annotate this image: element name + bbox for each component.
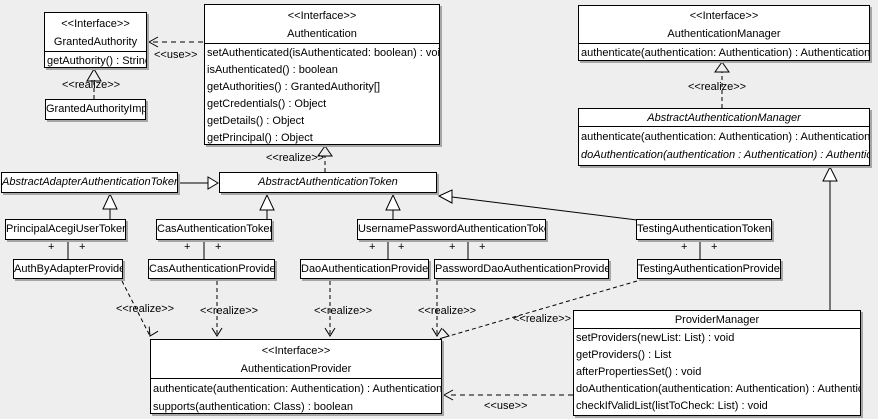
- class-name: AuthByAdapterProvider: [14, 263, 122, 275]
- method-label: getCredentials() : Object: [207, 98, 327, 110]
- class-name: GrantedAuthority: [53, 36, 138, 48]
- class-box-testingauthenticationprovider: TestingAuthenticationProvider: [637, 259, 781, 279]
- generalization-providermanager-to-abstractauthenticationmanager: [822, 165, 838, 310]
- stereotype-label: <<Interface>>: [287, 10, 357, 22]
- association-end-label: +: [681, 241, 688, 253]
- class-name: ProviderManager: [674, 314, 760, 326]
- class-name: CasAuthenticationToken: [157, 223, 271, 235]
- stereotype-label: <<Interface>>: [61, 18, 130, 30]
- method-label: doAuthentication(authentication: Authent…: [576, 383, 860, 395]
- use-label-grantedauthority: <<use>>: [154, 49, 198, 61]
- class-name: AbstractAuthenticationManager: [647, 112, 801, 124]
- class-name: AbstractAdapterAuthenticationToken: [2, 176, 177, 188]
- realize-label-passworddaoprovider: <<realize>>: [418, 305, 477, 317]
- class-box-testingauthenticationtoken: TestingAuthenticationToken: [636, 219, 772, 240]
- method-label: getPrincipal() : Object: [207, 132, 313, 144]
- class-box-authenticationmanager: <<Interface>> AuthenticationManager auth…: [578, 5, 870, 61]
- association-end-label: +: [48, 241, 55, 253]
- association-end-label: +: [184, 241, 191, 253]
- class-name: PasswordDaoAuthenticationProvider: [435, 263, 608, 275]
- realize-casprovider-to-authenticationprovider: [211, 281, 223, 337]
- class-box-casauthenticationtoken: CasAuthenticationToken: [156, 219, 272, 240]
- class-box-passworddaoauthenticationprovider: PasswordDaoAuthenticationProvider: [434, 259, 609, 279]
- class-box-abstractauthenticationmanager: AbstractAuthenticationManager authentica…: [578, 108, 870, 166]
- association-end-label: +: [79, 241, 86, 253]
- class-name: GrantedAuthorityImpl: [46, 103, 145, 115]
- method-label: authenticate(authentication: Authenticat…: [581, 47, 869, 59]
- use-dependency-providermanager-to-authenticationprovider: [442, 389, 573, 401]
- realize-grantedauthorityimpl-to-grantedauthority: [86, 68, 102, 99]
- association-end-label: +: [398, 241, 405, 253]
- use-dependency-authentication-to-grantedauthority: [147, 36, 203, 48]
- realize-passworddaoprovider-to-authenticationprovider: [431, 281, 443, 337]
- generalization-castoken-to-abstracttoken: [259, 193, 275, 220]
- realize-daoprovider-to-authenticationprovider: [324, 281, 336, 337]
- realize-label-testingprovider: <<realize>>: [513, 313, 572, 325]
- class-box-authentication: <<Interface>> Authentication setAuthenti…: [204, 4, 440, 145]
- class-name: AuthenticationProvider: [240, 363, 352, 375]
- generalization-usernamepasswordtoken-to-abstracttoken: [385, 193, 401, 220]
- method-label: getAuthorities() : GrantedAuthority[]: [207, 81, 381, 93]
- method-label: isAuthenticated() : boolean: [207, 64, 338, 76]
- generalization-principaltoken-to-adaptertoken: [102, 192, 118, 220]
- class-box-daoauthenticationprovider: DaoAuthenticationProvider: [300, 259, 429, 279]
- realize-label-authbyadapterprovider: <<realize>>: [116, 303, 175, 315]
- method-label: getDetails() : Object: [207, 115, 305, 127]
- class-box-casauthenticationprovider: CasAuthenticationProvider: [148, 259, 275, 279]
- realize-authbyadapterprovider-to-authenticationprovider: [121, 280, 159, 337]
- method-label: authenticate(authentication: Authenticat…: [581, 131, 869, 143]
- class-name: DaoAuthenticationProvider: [301, 263, 428, 275]
- class-name: AbstractAuthenticationToken: [258, 176, 398, 188]
- class-box-principalacegiusertoken: PrincipalAcegiUserToken: [5, 219, 126, 240]
- class-box-usernamepasswordauthenticationtoken: UsernamePasswordAuthenticationToken: [357, 219, 546, 240]
- association-end-label: +: [369, 241, 376, 253]
- association-end-label: +: [449, 241, 456, 253]
- association-end-label: +: [711, 241, 718, 253]
- realize-label-abstractauthenticationmanager: <<realize>>: [688, 81, 747, 93]
- realize-label-casprovider: <<realize>>: [200, 305, 259, 317]
- method-label: authenticate(authentication: Authenticat…: [153, 383, 441, 395]
- realize-label-daoprovider: <<realize>>: [314, 305, 373, 317]
- association-end-label: +: [479, 241, 486, 253]
- class-box-abstractauthenticationtoken: AbstractAuthenticationToken: [219, 172, 437, 193]
- class-box-authbyadapterprovider: AuthByAdapterProvider: [13, 259, 123, 279]
- class-name: TestingAuthenticationProvider: [638, 263, 780, 275]
- realize-label-grantedauthorityimpl: <<realize>>: [62, 79, 121, 91]
- method-label: setAuthenticated(isAuthenticated: boolea…: [207, 47, 439, 59]
- class-name: Authentication: [287, 28, 357, 40]
- realize-abstractauthenticationtoken-to-authentication: [317, 145, 333, 172]
- method-label: setProviders(newList: List) : void: [576, 332, 735, 344]
- stereotype-label: <<Interface>>: [261, 345, 331, 357]
- class-name: PrincipalAcegiUserToken: [6, 223, 125, 235]
- method-label: checkIfValidList(listToCheck: List) : vo…: [576, 400, 768, 412]
- use-label-providermanager: <<use>>: [484, 400, 528, 412]
- class-box-abstractadapterauthenticationtoken: AbstractAdapterAuthenticationToken: [1, 172, 178, 193]
- association-end-label: +: [215, 241, 222, 253]
- method-label: doAuthentication(authentication : Authen…: [581, 149, 869, 161]
- class-name: AuthenticationManager: [667, 28, 781, 40]
- class-box-grantedauthority: <<Interface>> GrantedAuthority getAuthor…: [44, 12, 147, 68]
- realize-label-abstracttoken: <<realize>>: [266, 152, 325, 164]
- class-name: TestingAuthenticationToken: [637, 223, 771, 235]
- class-box-authenticationprovider: <<Interface>> AuthenticationProvider aut…: [150, 339, 442, 414]
- method-label: getAuthority() : String: [47, 55, 146, 67]
- realize-abstractauthenticationmanager-to-authenticationmanager: [714, 61, 730, 108]
- method-label: getProviders() : List: [576, 349, 672, 361]
- method-label: afterPropertiesSet() : void: [576, 366, 702, 378]
- class-name: CasAuthenticationProvider: [149, 263, 274, 275]
- class-box-grantedauthorityimpl: GrantedAuthorityImpl: [45, 99, 146, 120]
- class-name: UsernamePasswordAuthenticationToken: [358, 223, 545, 235]
- generalization-testingtoken-to-abstracttoken: [437, 189, 638, 221]
- method-label: supports(authentication: Class) : boolea…: [153, 401, 353, 413]
- generalization-adaptertoken-to-abstracttoken: [179, 176, 219, 190]
- stereotype-label: <<Interface>>: [689, 10, 759, 22]
- realize-testingprovider-to-authenticationprovider: [439, 280, 638, 340]
- class-box-providermanager: ProviderManager setProviders(newList: Li…: [573, 310, 861, 416]
